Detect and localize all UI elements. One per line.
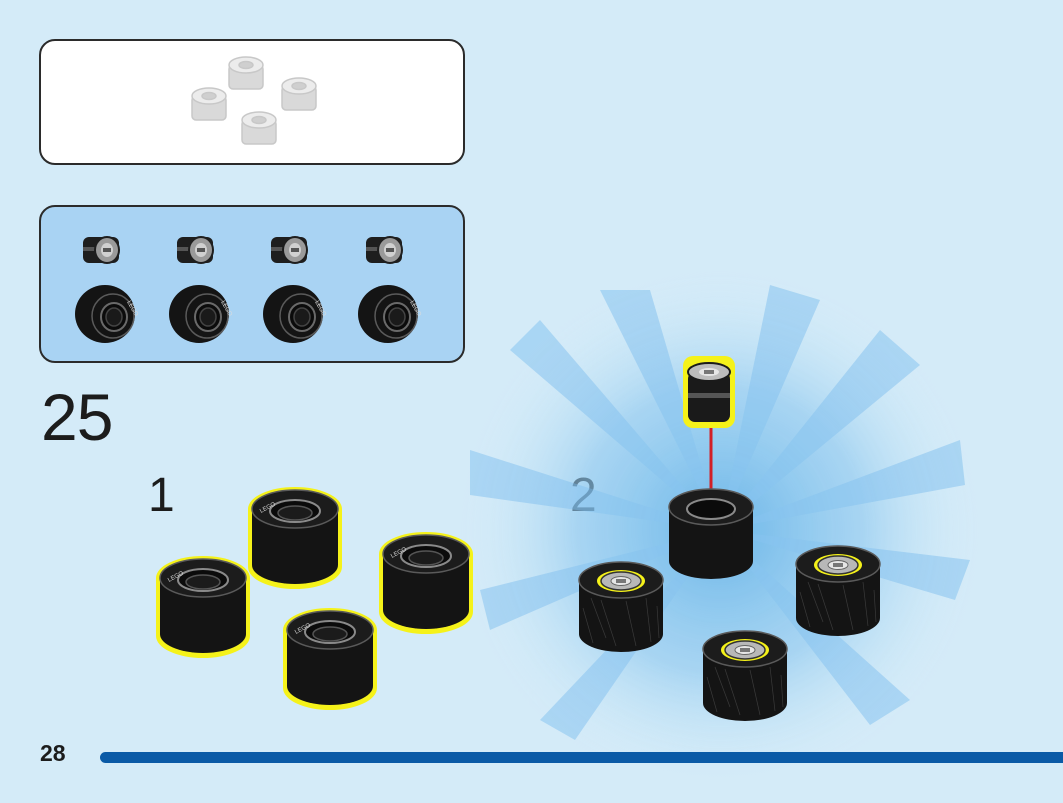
page-number: 28 [40, 740, 66, 766]
sub-step-1-label: 1 [148, 469, 175, 522]
hub-icon [683, 356, 735, 428]
tire-icon [156, 487, 473, 710]
grey-hubs-icon [191, 56, 317, 145]
tire-icon [668, 488, 754, 579]
step-number: 25 [41, 380, 113, 454]
parts-list-panel: LEGO [39, 205, 465, 363]
previous-step-panel [39, 39, 465, 165]
page-progress-bar [100, 752, 1063, 763]
